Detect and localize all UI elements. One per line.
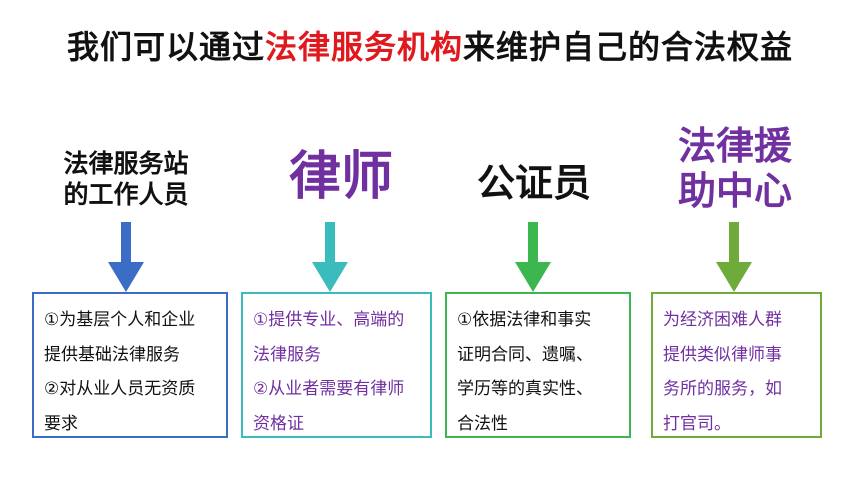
title-suffix: 来维护自己的合法权益 — [463, 28, 794, 66]
down-arrow-icon — [716, 222, 752, 292]
box-line: 要求 — [44, 413, 78, 434]
box-line: 证明合同、遗嘱、 — [457, 344, 593, 365]
box-line: 提供类似律师事 — [663, 344, 782, 365]
info-box-notary: ①依据法律和事实 证明合同、遗嘱、 学历等的真实性、 合法性 — [445, 292, 631, 438]
heading-line: 法律服务站 — [63, 149, 189, 178]
info-box-lawyer: ①提供专业、高端的 法律服务 ②从业者需要有律师 资格证 — [241, 292, 432, 438]
box-line: 学历等的真实性、 — [457, 379, 593, 399]
title-highlight: 法律服务机构 — [264, 28, 463, 66]
down-arrow-icon — [312, 222, 348, 292]
heading-line: 律师 — [288, 147, 393, 207]
heading-notary: 公证员 — [446, 160, 622, 208]
box-line: ②从业者需要有律师 — [253, 379, 405, 399]
heading-legal-service-station: 法律服务站 的工作人员 — [28, 148, 224, 211]
box-line: 法律服务 — [253, 344, 321, 365]
box-line: ①提供专业、高端的 — [253, 310, 405, 330]
box-line: 合法性 — [457, 413, 508, 434]
box-line: ①为基层个人和企业 — [44, 310, 196, 330]
box-line: ①依据法律和事实 — [457, 310, 592, 330]
box-line: 为经济困难人群 — [663, 310, 782, 330]
box-line: 打官司。 — [663, 413, 731, 434]
heading-lawyer: 律师 — [252, 146, 430, 208]
down-arrow-icon — [108, 222, 144, 292]
box-line: 资格证 — [253, 413, 304, 434]
page-title: 我们可以通过法律服务机构来维护自己的合法权益 — [0, 22, 860, 68]
info-box-legal-aid-center: 为经济困难人群 提供类似律师事 务所的服务，如 打官司。 — [651, 292, 822, 438]
title-prefix: 我们可以通过 — [66, 28, 265, 66]
heading-line: 公证员 — [476, 161, 591, 205]
down-arrow-icon — [515, 222, 551, 292]
heading-line: 助中心 — [677, 168, 792, 213]
heading-line: 法律援 — [677, 124, 792, 168]
info-box-legal-service-station: ①为基层个人和企业 提供基础法律服务 ②对从业人员无资质 要求 — [32, 292, 228, 438]
box-line: 提供基础法律服务 — [44, 344, 180, 365]
heading-legal-aid-center: 法律援 助中心 — [645, 124, 825, 214]
box-line: 务所的服务，如 — [663, 379, 782, 399]
heading-line: 的工作人员 — [63, 180, 189, 210]
box-line: ②对从业人员无资质 — [44, 379, 196, 399]
